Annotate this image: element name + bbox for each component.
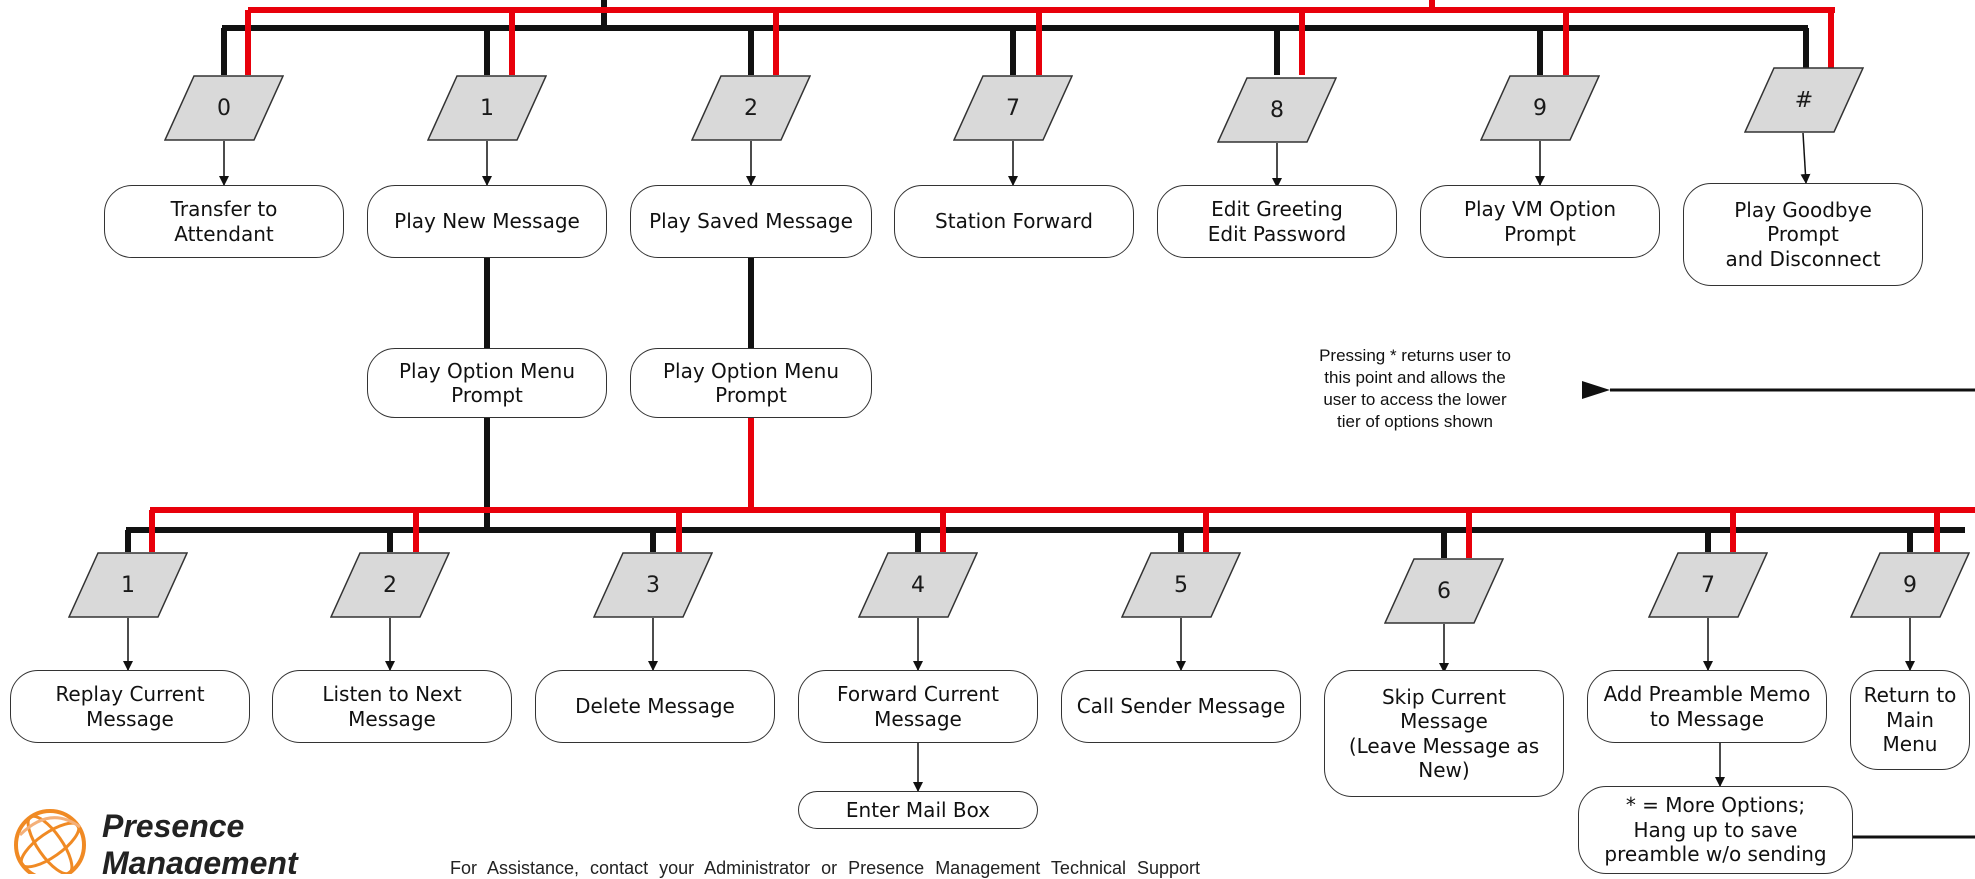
top-action-1: Play New Message xyxy=(367,185,607,258)
bottom-key-5: 6 xyxy=(1384,558,1504,624)
top-key-2-shape xyxy=(691,75,811,141)
bottom-key-3-shape xyxy=(858,552,978,618)
bottom-key-5-label: 6 xyxy=(1437,578,1451,604)
bottom-key-5-shape xyxy=(1384,558,1504,624)
top-key-1-label: 1 xyxy=(480,95,494,121)
top-key-2: 2 xyxy=(691,75,811,141)
brand: Presence Management xyxy=(10,808,330,874)
top-action-5: Play VM Option Prompt xyxy=(1420,185,1660,258)
top-bus xyxy=(221,0,1835,75)
bottom-action-5: Skip Current Message (Leave Message as N… xyxy=(1324,670,1564,797)
top-key-0: 0 xyxy=(164,75,284,141)
top-action-0: Transfer to Attendant xyxy=(104,185,344,258)
bottom-action-0: Replay Current Message xyxy=(10,670,250,743)
top-key-1-shape xyxy=(427,75,547,141)
bottom-key-2: 3 xyxy=(593,552,713,618)
bottom-action-6: Add Preamble Memo to Message xyxy=(1587,670,1827,743)
bottom-key-4: 5 xyxy=(1121,552,1241,618)
mid-links xyxy=(484,258,754,530)
top-key-3-label: 7 xyxy=(1006,95,1020,121)
top-arrows xyxy=(219,132,1811,188)
top-action-2: Play Saved Message xyxy=(630,185,872,258)
bottom-key-0: 1 xyxy=(68,552,188,618)
bottom-key-7-shape xyxy=(1850,552,1970,618)
top-key-5-label: 9 xyxy=(1533,95,1547,121)
bottom-action-1: Listen to Next Message xyxy=(272,670,512,743)
bottom-bus xyxy=(125,507,1975,558)
bottom-key-1-shape xyxy=(330,552,450,618)
support-footer: For Assistance, contact your Administrat… xyxy=(450,858,1201,878)
bottom-key-6: 7 xyxy=(1648,552,1768,618)
bottom-key-3: 4 xyxy=(858,552,978,618)
top-action-6: Play Goodbye Prompt and Disconnect xyxy=(1683,183,1923,286)
bottom-key-4-shape xyxy=(1121,552,1241,618)
top-key-0-label: 0 xyxy=(217,95,231,121)
bottom-key-3-label: 4 xyxy=(911,572,925,598)
bottom-arrows xyxy=(123,618,1915,792)
return-arrow xyxy=(1582,381,1975,839)
bottom-key-2-shape xyxy=(593,552,713,618)
bottom-key-1-label: 2 xyxy=(383,572,397,598)
bottom-key-2-label: 3 xyxy=(646,572,660,598)
bottom-key-0-label: 1 xyxy=(121,572,135,598)
bottom-action-2: Delete Message xyxy=(535,670,775,743)
top-key-6-shape xyxy=(1744,67,1864,133)
top-action-3: Station Forward xyxy=(894,185,1134,258)
top-key-6-label: # xyxy=(1794,87,1814,113)
more-options-note: * = More Options; Hang up to save preamb… xyxy=(1578,786,1853,874)
top-key-0-shape xyxy=(164,75,284,141)
bottom-key-0-shape xyxy=(68,552,188,618)
brand-name-line2: Management xyxy=(102,845,298,874)
top-key-5: 9 xyxy=(1480,75,1600,141)
bottom-key-1: 2 xyxy=(330,552,450,618)
top-key-4: 8 xyxy=(1217,77,1337,143)
bottom-key-6-shape xyxy=(1648,552,1768,618)
top-key-6: # xyxy=(1744,67,1864,133)
brand-logo-icon xyxy=(14,809,86,874)
return-note: Pressing * returns user to this point an… xyxy=(1319,346,1511,432)
top-key-4-shape xyxy=(1217,77,1337,143)
bottom-key-7-label: 9 xyxy=(1903,572,1917,598)
option-menu-prompt-0: Play Option Menu Prompt xyxy=(367,348,607,418)
top-key-1: 1 xyxy=(427,75,547,141)
bottom-key-4-label: 5 xyxy=(1174,572,1188,598)
top-key-5-shape xyxy=(1480,75,1600,141)
bottom-key-7: 9 xyxy=(1850,552,1970,618)
top-key-3-shape xyxy=(953,75,1073,141)
enter-mailbox: Enter Mail Box xyxy=(798,791,1038,829)
option-menu-prompt-1: Play Option Menu Prompt xyxy=(630,348,872,418)
top-key-3: 7 xyxy=(953,75,1073,141)
bottom-action-4: Call Sender Message xyxy=(1061,670,1301,743)
bottom-action-3: Forward Current Message xyxy=(798,670,1038,743)
top-key-4-label: 8 xyxy=(1270,97,1284,123)
top-key-2-label: 2 xyxy=(744,95,758,121)
bottom-action-7: Return to Main Menu xyxy=(1850,670,1970,770)
bottom-key-6-label: 7 xyxy=(1701,572,1715,598)
brand-name-line1: Presence xyxy=(102,808,245,844)
top-action-4: Edit Greeting Edit Password xyxy=(1157,185,1397,258)
